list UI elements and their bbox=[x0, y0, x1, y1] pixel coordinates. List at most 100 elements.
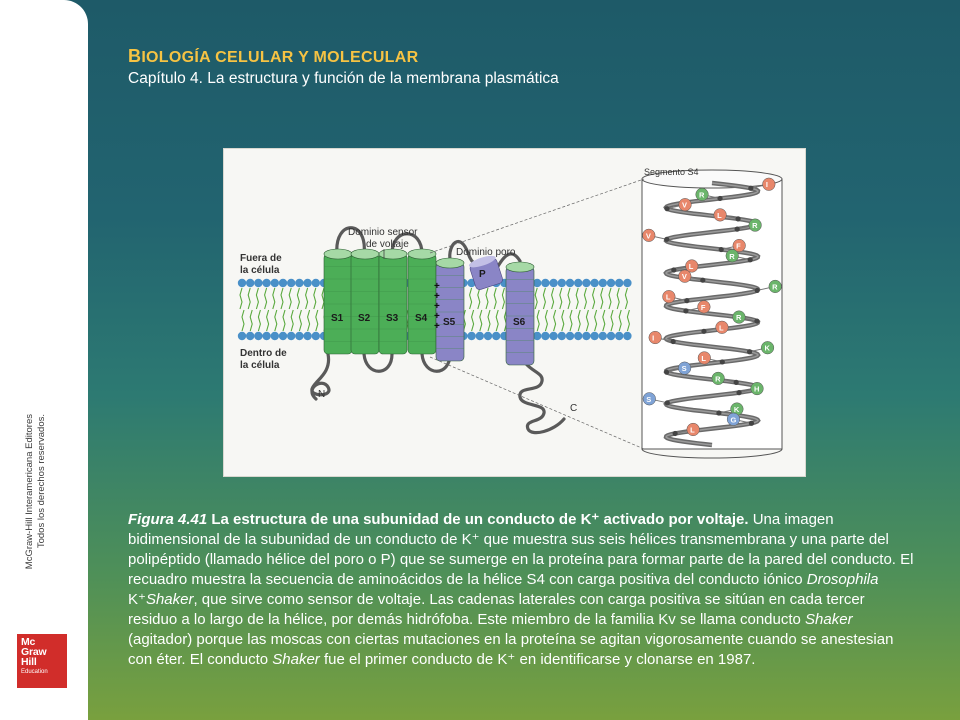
lipid-head bbox=[541, 278, 550, 288]
residue-bead bbox=[685, 259, 699, 273]
lipid-tail bbox=[561, 309, 565, 332]
lipid-tail bbox=[469, 287, 473, 310]
lipid-head bbox=[278, 331, 288, 341]
lipid-head bbox=[582, 278, 591, 288]
backbone-atom bbox=[671, 267, 677, 273]
lipid-head bbox=[615, 278, 624, 288]
residue-letter: R bbox=[729, 252, 735, 261]
lipid-tail bbox=[274, 309, 278, 332]
lipid-head bbox=[311, 278, 320, 288]
residue-letter: S bbox=[646, 395, 651, 404]
caption-body-5: fue el primer conducto de K⁺ en identifi… bbox=[323, 651, 756, 668]
backbone-atom bbox=[747, 257, 753, 263]
charge-plus: + bbox=[434, 311, 440, 322]
helix-s5 bbox=[435, 257, 465, 362]
helix-p-top bbox=[468, 255, 496, 268]
lipid-tail bbox=[575, 287, 579, 310]
lipid-tail bbox=[495, 309, 499, 332]
lipid-tail bbox=[626, 309, 630, 332]
label-n-terminus: N bbox=[318, 389, 325, 400]
lipid-tail bbox=[501, 287, 505, 310]
residue-letter: L bbox=[689, 262, 694, 271]
helix-s3-top bbox=[378, 248, 408, 260]
leader-line bbox=[429, 356, 645, 450]
lipid-head bbox=[598, 331, 607, 341]
caption-species: Drosophila bbox=[806, 571, 879, 588]
residue-letter: V bbox=[682, 272, 687, 281]
helix-s4-top bbox=[407, 248, 437, 260]
lipid-tail bbox=[247, 287, 251, 310]
lipid-tail bbox=[462, 309, 466, 332]
lipid-tail bbox=[600, 287, 604, 310]
lipid-head bbox=[246, 278, 255, 288]
c-terminus-coil bbox=[518, 352, 566, 435]
residue-letter: G bbox=[730, 415, 736, 424]
lipid-tail bbox=[616, 287, 620, 310]
helix-label: P bbox=[479, 269, 486, 280]
residue-letter: F bbox=[701, 303, 706, 312]
lipid-head bbox=[533, 278, 542, 288]
lipid-tail bbox=[321, 287, 325, 310]
charge-plus: + bbox=[434, 281, 440, 292]
lipid-head bbox=[615, 331, 624, 341]
caption-figure-number: Figura 4.41 bbox=[128, 511, 208, 528]
residue-letter: K bbox=[765, 344, 771, 353]
backbone-atom bbox=[754, 287, 760, 294]
lipid-head bbox=[311, 331, 320, 341]
backbone-atom bbox=[748, 185, 754, 191]
lipid-tail bbox=[249, 309, 253, 332]
backbone-atom bbox=[701, 328, 707, 334]
residue-bead bbox=[748, 218, 762, 232]
caption-shaker-2: Shaker bbox=[805, 611, 853, 628]
lipid-tail bbox=[477, 287, 481, 310]
lipid-head bbox=[565, 331, 575, 341]
publisher-logo: Mc Graw Hill Education bbox=[17, 634, 67, 688]
backbone-atom bbox=[736, 390, 742, 396]
caption-body-3: , que sirve como sensor de voltaje. Las … bbox=[128, 591, 865, 628]
lipid-head bbox=[533, 331, 542, 341]
lipid-head bbox=[606, 278, 616, 288]
copyright-text: McGraw-Hill Interamericana Editores Todo… bbox=[24, 414, 48, 654]
lipid-head bbox=[303, 331, 312, 341]
residue-bead bbox=[726, 412, 740, 426]
backbone-atom bbox=[746, 349, 753, 355]
lipid-tail bbox=[241, 309, 245, 332]
label-outside-1: Fuera de bbox=[240, 253, 282, 264]
label-outside-2: la célula bbox=[240, 265, 280, 276]
lipid-tail bbox=[255, 287, 259, 310]
caption-body-1: Una imagen bidimensional de la subunidad… bbox=[128, 511, 914, 588]
residue-bead bbox=[713, 208, 727, 222]
residue-bead bbox=[695, 187, 709, 202]
polypeptide-loops bbox=[310, 226, 566, 435]
charge-plus: + bbox=[434, 301, 440, 312]
lipid-head bbox=[574, 331, 583, 341]
lipid-tail bbox=[569, 309, 573, 332]
lipid-head bbox=[590, 331, 599, 341]
charge-plus: + bbox=[434, 291, 440, 302]
caption-body-4: (agitador) porque las moscas con ciertas… bbox=[128, 631, 894, 668]
lipid-head bbox=[483, 331, 493, 341]
lipid-head bbox=[557, 331, 566, 341]
logo-line-2: Graw bbox=[21, 646, 47, 658]
residue-bead bbox=[686, 422, 700, 437]
lipid-tail bbox=[239, 287, 243, 310]
helix-label: S4 bbox=[415, 313, 428, 324]
label-sensor-2: de voltaje bbox=[366, 239, 409, 250]
residue-letter: F bbox=[736, 242, 741, 251]
residue-bead bbox=[725, 249, 739, 263]
helix-s2 bbox=[350, 248, 380, 355]
lipid-head bbox=[295, 331, 304, 341]
lipid-head bbox=[287, 278, 296, 288]
backbone-atom bbox=[700, 277, 706, 283]
lipid-head bbox=[237, 278, 247, 288]
label-segment: Segmento S4 bbox=[644, 167, 699, 177]
lipid-tail bbox=[610, 309, 614, 332]
backbone-atom bbox=[734, 226, 740, 232]
residue-bead bbox=[662, 290, 676, 304]
residue-letter: L bbox=[690, 425, 695, 434]
lipid-tail bbox=[280, 287, 284, 310]
loop-s1-s2 bbox=[335, 226, 366, 256]
helix-s3 bbox=[378, 248, 408, 355]
